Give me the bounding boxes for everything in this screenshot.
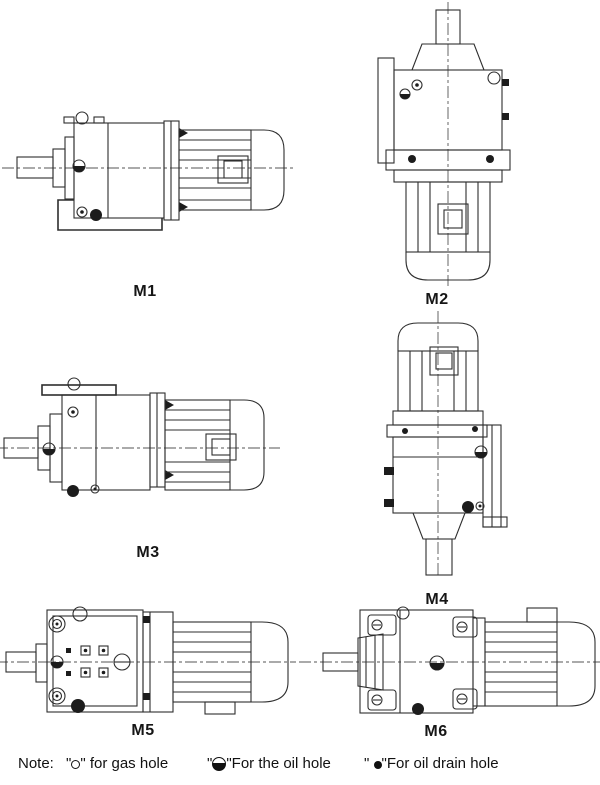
- oil-drain-icon: [462, 501, 474, 513]
- terminal-box: [429, 346, 459, 376]
- legend-item-oil-hole: ""For the oil hole: [207, 755, 331, 772]
- figure-label-m3: M3: [136, 544, 160, 561]
- oil-hole-icon: [429, 655, 445, 671]
- figure-m3-drawing: [0, 377, 280, 497]
- oil-drain-icon: [67, 485, 79, 497]
- oil-hole-icon: [474, 445, 488, 459]
- oil-hole-icon: [72, 159, 86, 173]
- figure-label-m1: M1: [133, 283, 157, 300]
- terminal-box: [205, 433, 237, 461]
- legend-text-oil-hole: For the oil hole: [231, 755, 331, 772]
- gas-hole-icon: [75, 111, 89, 125]
- quote: ": [381, 755, 387, 772]
- legend-text-gas-hole: for gas hole: [85, 755, 169, 772]
- oil-drain-icon: [71, 699, 85, 713]
- legend-text-oil-drain: For oil drain hole: [386, 755, 499, 772]
- figure-label-m4: M4: [425, 591, 449, 608]
- legend-item-oil-drain: " "For oil drain hole: [364, 755, 499, 772]
- terminal-box: [437, 203, 469, 235]
- figure-m6-drawing: [299, 606, 600, 715]
- gas-hole-icon: [67, 377, 81, 391]
- oil-hole-icon: [399, 88, 411, 100]
- figure-m5-drawing: [0, 606, 296, 715]
- oil-drain-icon: [412, 703, 424, 715]
- figure-label-m6: M6: [424, 723, 448, 740]
- figure-label-m5: M5: [131, 722, 155, 739]
- figure-m2-drawing: [377, 2, 511, 286]
- legend-note: Note: "" for gas hole ""For the oil hole…: [0, 753, 600, 779]
- oil-drain-icon: [90, 209, 102, 221]
- quote: ": [80, 755, 86, 772]
- terminal-box: [217, 155, 249, 184]
- quote: ": [364, 755, 374, 772]
- oil-drain-symbol: [373, 761, 382, 769]
- oil-hole-symbol: [212, 757, 227, 771]
- quote: ": [207, 755, 213, 772]
- oil-hole-icon: [50, 655, 64, 669]
- gas-hole-symbol: [71, 760, 81, 769]
- note-label: Note:: [18, 755, 54, 772]
- legend-item-gas-hole: " " for gas hole: [66, 755, 168, 772]
- quote: ": [226, 755, 232, 772]
- figure-m4-drawing: [384, 311, 508, 577]
- quote: ": [66, 755, 72, 772]
- figure-m1-drawing: [2, 111, 294, 231]
- oil-hole-icon: [42, 442, 56, 456]
- gas-hole-icon: [487, 71, 501, 85]
- gas-hole-icon: [396, 606, 410, 620]
- figure-label-m2: M2: [425, 291, 449, 308]
- gas-hole-icon: [72, 606, 88, 622]
